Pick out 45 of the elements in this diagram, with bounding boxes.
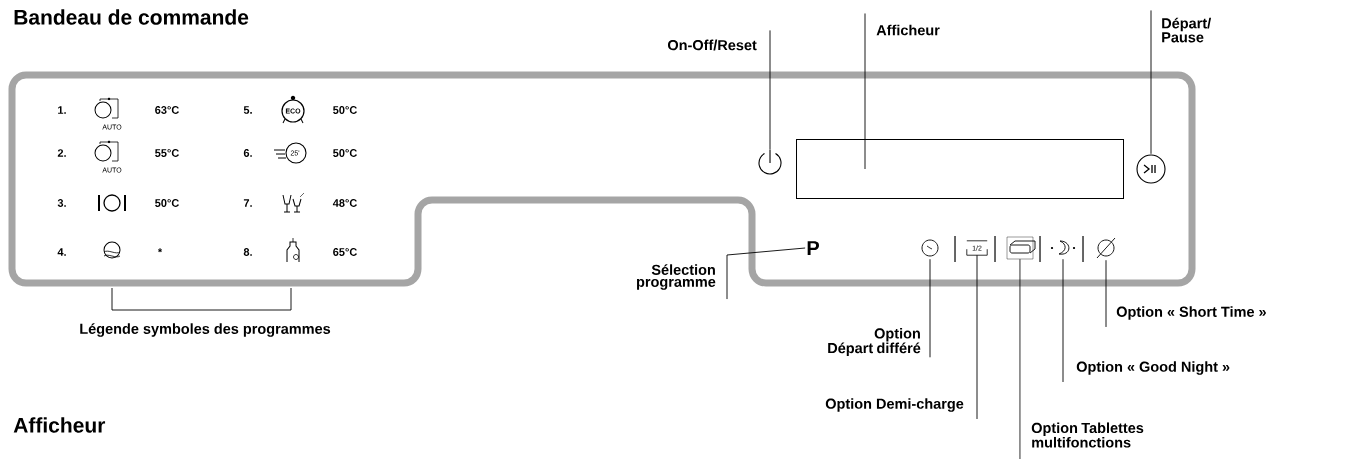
- leader-line: [1062, 258, 1064, 383]
- callout-text: Option « Good Night »: [1076, 361, 1230, 375]
- legend-caption: Légende symboles des programmes: [80, 323, 331, 337]
- display-screen: [796, 139, 1124, 199]
- power-button: [758, 149, 782, 175]
- table-text: 50°C: [333, 149, 357, 157]
- callout-text: On-Off/Reset: [668, 39, 757, 51]
- callout-text: Option Départ différé: [828, 327, 921, 357]
- tablet-icon: [1006, 236, 1036, 260]
- callout-text: Option Demi-charge: [825, 398, 964, 412]
- program-key: P: [807, 241, 819, 255]
- table-text: 55°C: [155, 149, 179, 157]
- table-text: 8.: [243, 248, 252, 256]
- leader-line: [976, 254, 978, 420]
- heading: Bandeau de commande: [14, 9, 249, 25]
- table-text: 50°C: [333, 106, 357, 114]
- leader-line: [1150, 10, 1152, 155]
- callout-text: Option Tablettes multifonctions: [1031, 422, 1144, 448]
- table-text: 7.: [243, 199, 252, 207]
- table-text: 3.: [57, 199, 66, 207]
- table-text: 48°C: [332, 199, 357, 207]
- table-text: 2.: [57, 149, 66, 157]
- table-text: 6.: [243, 149, 252, 157]
- leader-line: [1105, 259, 1107, 328]
- table-text: 5.: [243, 106, 252, 114]
- callout-text: Départ/ Pause: [1162, 17, 1211, 43]
- table-text: 63°C: [155, 106, 179, 114]
- callout-text: Afficheur: [876, 24, 940, 36]
- leader-line: [726, 247, 806, 300]
- heading: Afficheur: [13, 417, 106, 433]
- table-text: 4.: [57, 248, 66, 256]
- leader-line: [1019, 258, 1021, 459]
- table-text: *: [157, 248, 163, 253]
- leader-line: [769, 29, 771, 151]
- callout-text: Sélection programme: [637, 264, 716, 290]
- table-text: 1.: [58, 106, 66, 114]
- table-text: 50°C: [155, 199, 179, 207]
- start-pause-button: [1136, 154, 1166, 184]
- clock-icon: [921, 239, 939, 257]
- callout-text: Option « Short Time »: [1116, 306, 1266, 320]
- leader-line: [929, 258, 931, 358]
- table-text: 65°C: [333, 248, 357, 256]
- moon-icon: [1050, 240, 1076, 255]
- leader-line: [864, 13, 866, 170]
- short-time-icon: [1096, 237, 1116, 259]
